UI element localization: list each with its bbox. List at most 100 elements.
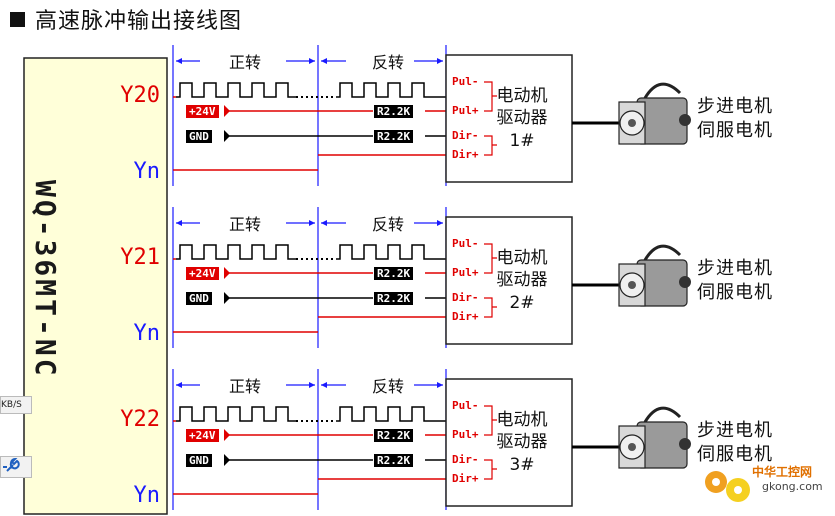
pulse-train-reverse xyxy=(336,406,446,422)
motor-type-line2: 伺服电机 xyxy=(697,444,773,465)
arrow-left-icon xyxy=(176,58,182,64)
driver-label-line2: 驱动器 xyxy=(496,432,548,452)
resistor-label-bottom: R2.2K xyxy=(374,454,414,467)
motor-shaft xyxy=(628,119,636,127)
port-dir-minus: Dir- xyxy=(452,129,479,142)
motor-type-line1: 步进电机 xyxy=(697,96,773,117)
ground-tag: GND xyxy=(186,130,212,143)
port-pul-plus: Pul+ xyxy=(452,266,479,279)
resistor-label-top: R2.2K xyxy=(374,267,414,280)
port-pul-minus: Pul- xyxy=(452,237,479,250)
pulse-bracket xyxy=(484,81,497,112)
gear-logo-icon xyxy=(705,471,750,502)
resistor-label-top: R2.2K xyxy=(374,105,414,118)
port-dir-plus: Dir+ xyxy=(452,472,479,485)
driver-box xyxy=(445,216,573,345)
supply-tag: +24V xyxy=(186,429,219,442)
motor-type-line2: 伺服电机 xyxy=(697,282,773,303)
motor-cable-loop xyxy=(643,82,682,99)
ground-arrow-icon xyxy=(224,292,230,304)
arrow-left-icon xyxy=(321,382,327,388)
forward-label: 正转 xyxy=(228,377,261,396)
driver-label-line2: 驱动器 xyxy=(496,108,548,128)
motor-shaft xyxy=(628,443,636,451)
diagram-title: 高速脉冲输出接线图 xyxy=(10,3,242,35)
arrow-left-icon xyxy=(321,220,327,226)
pulse-train-forward xyxy=(176,244,296,260)
motor-connector xyxy=(679,114,691,126)
watermark-cn: 中华工控网 xyxy=(752,465,813,479)
motor-type-line1: 步进电机 xyxy=(697,258,773,279)
wrench-icon xyxy=(3,457,20,472)
motor-cable-loop xyxy=(643,244,682,261)
ground-tag: GND xyxy=(186,454,212,467)
resistor-label-bottom: R2.2K xyxy=(374,292,414,305)
reverse-label: 反转 xyxy=(371,377,404,396)
supply-arrow-icon xyxy=(224,267,230,279)
title-text: 高速脉冲输出接线图 xyxy=(35,9,243,34)
pulse-train-forward xyxy=(176,82,296,98)
pulse-pin-label: Y21 xyxy=(120,245,160,270)
direction-bracket xyxy=(484,459,497,480)
supply-arrow-icon xyxy=(224,429,230,441)
ground-arrow-icon xyxy=(224,454,230,466)
driver-label-line1: 电动机 xyxy=(496,248,548,268)
arrow-right-icon xyxy=(309,382,315,388)
driver-label-line1: 电动机 xyxy=(496,86,548,106)
motor-type-line2: 伺服电机 xyxy=(697,120,773,141)
arrow-right-icon xyxy=(309,220,315,226)
pulse-bracket xyxy=(484,243,497,274)
supply-tag: +24V xyxy=(186,105,219,118)
speed-indicator: KB/S xyxy=(0,396,32,414)
motor-type-line1: 步进电机 xyxy=(697,420,773,441)
reverse-label: 反转 xyxy=(371,53,404,72)
port-dir-minus: Dir- xyxy=(452,453,479,466)
port-dir-plus: Dir+ xyxy=(452,310,479,323)
direction-bracket xyxy=(484,135,497,156)
pulse-bracket xyxy=(484,405,497,436)
arrow-right-icon xyxy=(437,382,443,388)
arrow-left-icon xyxy=(176,382,182,388)
ground-tag: GND xyxy=(186,292,212,305)
motor-shaft xyxy=(628,281,636,289)
arrow-right-icon xyxy=(437,58,443,64)
port-pul-plus: Pul+ xyxy=(452,104,479,117)
motor-connector xyxy=(679,438,691,450)
pulse-train-reverse xyxy=(336,82,446,98)
tools-button[interactable] xyxy=(0,456,32,478)
direction-bracket xyxy=(484,297,497,318)
supply-arrow-icon xyxy=(224,105,230,117)
arrow-right-icon xyxy=(437,220,443,226)
direction-pin-label: Yn xyxy=(133,159,161,184)
motor-cable-loop xyxy=(643,406,682,423)
port-pul-minus: Pul- xyxy=(452,75,479,88)
square-bullet-icon xyxy=(10,12,25,27)
forward-label: 正转 xyxy=(228,215,261,234)
motor-connector xyxy=(679,276,691,288)
arrow-left-icon xyxy=(176,220,182,226)
driver-label-line1: 电动机 xyxy=(496,410,548,430)
direction-pin-label: Yn xyxy=(133,483,161,508)
port-dir-plus: Dir+ xyxy=(452,148,479,161)
driver-id: 2# xyxy=(509,293,535,313)
reverse-label: 反转 xyxy=(371,215,404,234)
plc-box xyxy=(23,57,168,515)
port-pul-minus: Pul- xyxy=(452,399,479,412)
direction-pin-label: Yn xyxy=(133,321,161,346)
watermark-url: gkong.com xyxy=(762,480,823,493)
driver-label-line2: 驱动器 xyxy=(496,270,548,290)
forward-label: 正转 xyxy=(228,53,261,72)
speed-text: KB/S xyxy=(1,400,22,410)
pulse-pin-label: Y22 xyxy=(120,407,160,432)
driver-box xyxy=(445,378,573,507)
port-dir-minus: Dir- xyxy=(452,291,479,304)
pulse-train-forward xyxy=(176,406,296,422)
port-pul-plus: Pul+ xyxy=(452,428,479,441)
pulse-train-reverse xyxy=(336,244,446,260)
watermark: 中华工控网 gkong.com xyxy=(700,460,830,510)
driver-box xyxy=(445,54,573,183)
arrow-left-icon xyxy=(321,58,327,64)
resistor-label-bottom: R2.2K xyxy=(374,130,414,143)
pulse-pin-label: Y20 xyxy=(120,83,160,108)
